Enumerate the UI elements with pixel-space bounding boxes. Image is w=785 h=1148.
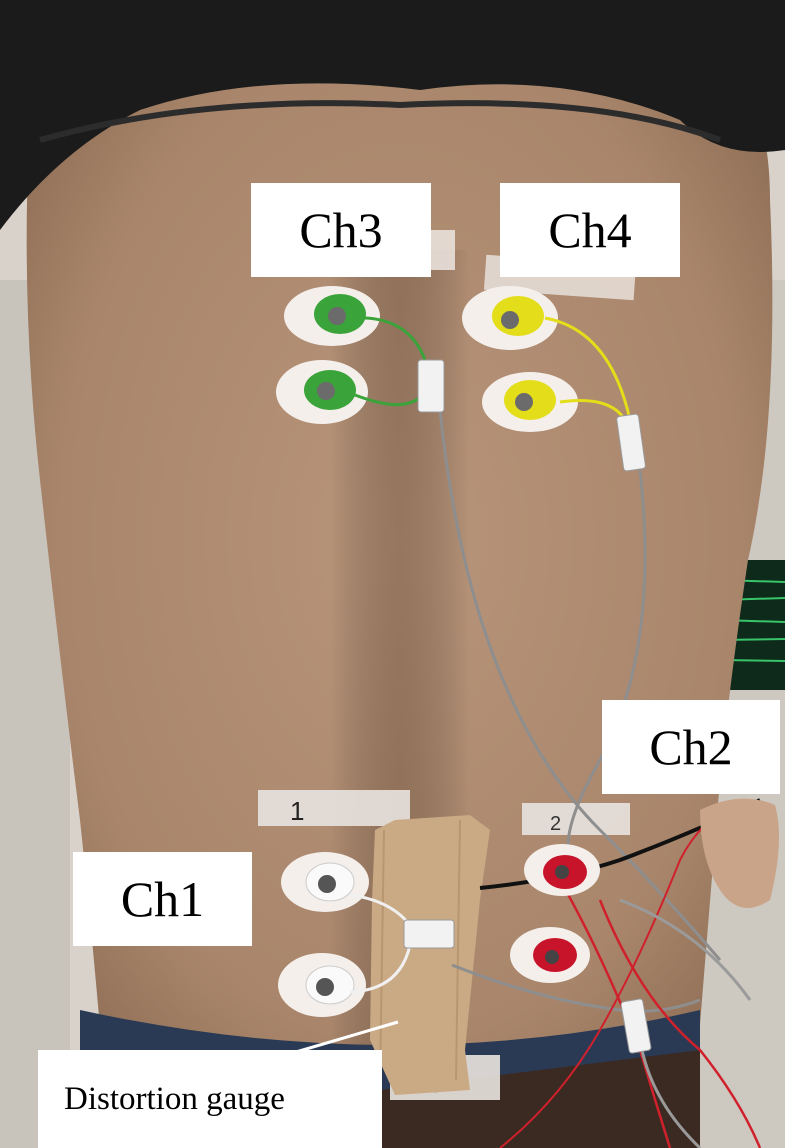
ch3-connector (417, 359, 445, 413)
ch2-connector (620, 998, 652, 1054)
hand (700, 798, 779, 908)
distortion-gauge (370, 815, 490, 1095)
label-ch4: Ch4 (500, 183, 680, 277)
label-distortion-gauge: Distortion gauge (38, 1050, 382, 1148)
electrode-ch2-upper-icon (524, 844, 600, 896)
ch1-connector (403, 919, 455, 949)
label-ch2: Ch2 (602, 700, 780, 794)
electrode-ch4-upper-icon (462, 286, 558, 350)
electrode-ch1-upper-icon (281, 852, 369, 912)
electrode-ch4-lower-icon (482, 372, 578, 432)
electrode-ch2-lower-icon (510, 927, 590, 983)
gauge-pointer-line (295, 1020, 399, 1054)
label-ch3: Ch3 (251, 183, 431, 277)
label-ch1: Ch1 (73, 852, 252, 946)
tape-strip-left (258, 790, 410, 826)
electrode-ch1-lower-icon (278, 953, 366, 1017)
tape-mark-right: 2 (550, 813, 561, 835)
electrode-ch3-lower-icon (276, 360, 368, 424)
tape-mark-left: 1 (290, 796, 304, 826)
ch4-connector (616, 413, 646, 472)
electrode-ch3-upper-icon (284, 286, 380, 346)
shirt (0, 0, 785, 230)
